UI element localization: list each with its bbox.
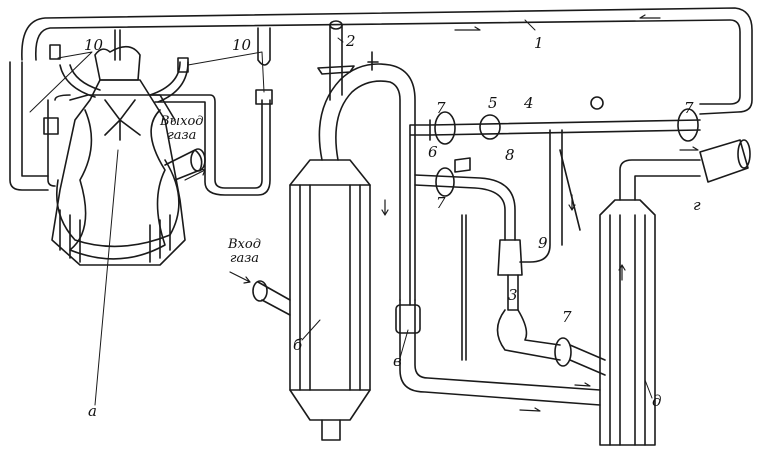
label-3: 3 — [508, 286, 518, 304]
label-4: 4 — [524, 94, 534, 112]
label-7: 7 — [436, 99, 446, 117]
blast-furnace — [51, 29, 206, 266]
branch-pipe-8 — [414, 129, 606, 376]
label-7: 7 — [684, 99, 694, 117]
caption-line: газа — [229, 250, 260, 266]
label-g: г — [693, 196, 701, 214]
label-8: 8 — [505, 146, 515, 164]
gas-inlet-caption: Вход газа — [228, 238, 261, 265]
venturi-pipe — [395, 96, 701, 406]
caption-line: Выход — [160, 114, 204, 129]
dust-catcher — [252, 20, 416, 441]
caption-line: Вход — [228, 237, 261, 252]
label-6: 6 — [428, 143, 438, 161]
caption-line: газа — [167, 127, 197, 143]
label-2: 2 — [346, 32, 356, 50]
label-5: 5 — [488, 94, 498, 112]
label-7: 7 — [436, 194, 446, 212]
label-10: 10 — [232, 36, 252, 54]
main-pipe-1 — [9, 7, 753, 191]
label-v: в — [393, 352, 402, 370]
label-7: 7 — [562, 308, 572, 326]
label-a: а — [88, 402, 97, 420]
label-d: д — [652, 392, 662, 410]
flow-arrows — [184, 14, 699, 412]
label-b: б — [293, 336, 303, 354]
label-1: 1 — [534, 34, 544, 52]
label-10: 10 — [84, 36, 104, 54]
label-9: 9 — [538, 234, 548, 252]
leader-lines — [29, 19, 653, 406]
scrubber — [599, 139, 751, 446]
gas-outlet-caption: Выход газа — [160, 115, 204, 142]
